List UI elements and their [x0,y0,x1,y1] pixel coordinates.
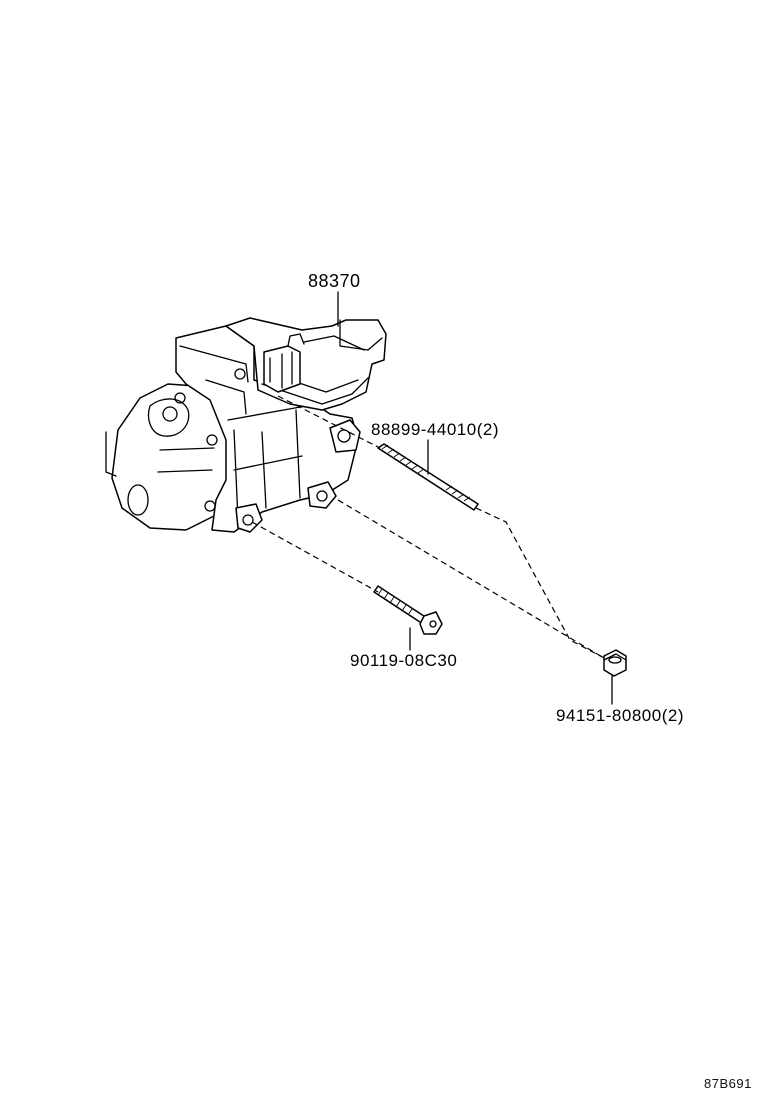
reference-lines [251,395,609,661]
part-number: 88899-44010 [371,420,477,439]
part-number: 94151-80800 [556,706,662,725]
leader-lines [337,291,613,705]
part-label-94151-80800: 94151-80800(2) [556,707,684,724]
compressor-icon [105,317,387,533]
part-label-88899-44010: 88899-44010(2) [371,421,499,438]
illustration-ref: 87B691 [704,1076,752,1091]
nut-icon [603,649,627,677]
part-quantity: (2) [661,706,684,725]
stud-icon [377,443,479,511]
part-label-90119-08C30: 90119-08C30 [350,651,458,670]
bolt-icon [373,585,443,635]
part-label-88370: 88370 [308,271,361,291]
part-quantity: (2) [476,420,499,439]
